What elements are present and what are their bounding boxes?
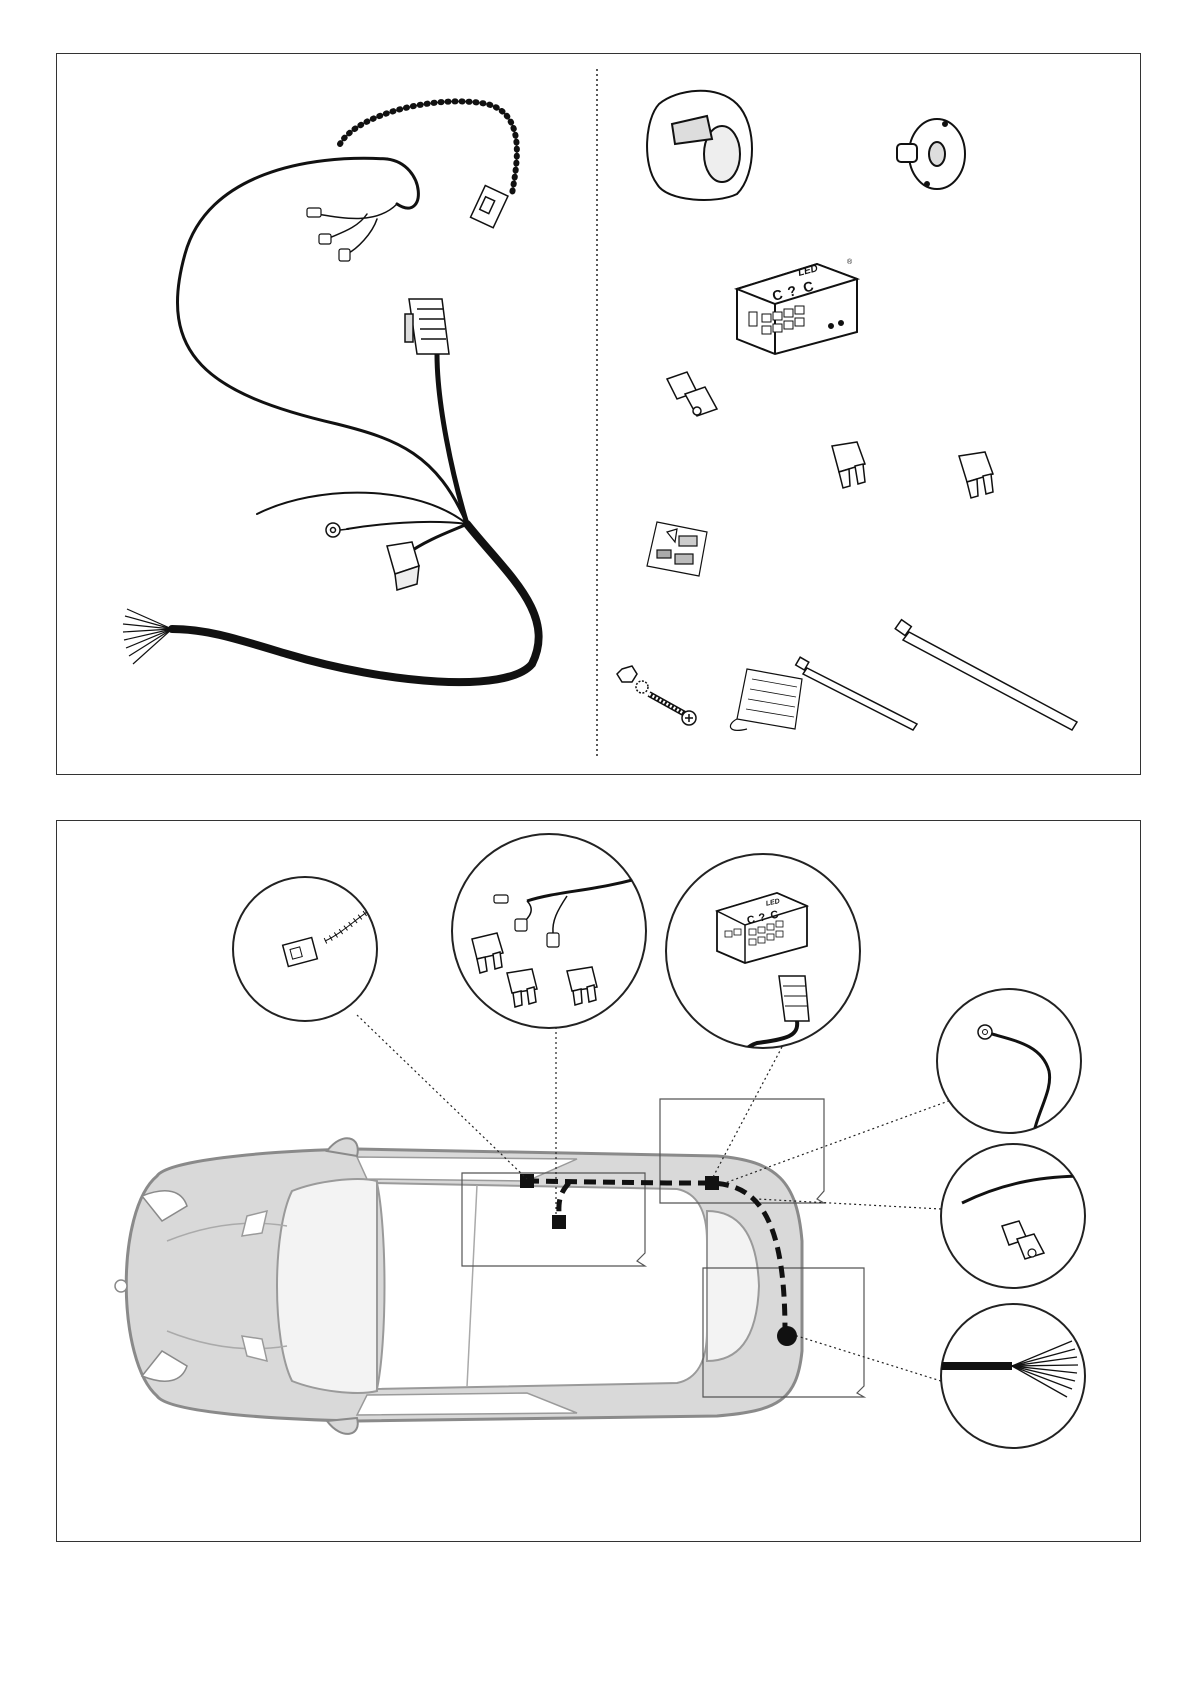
ring-terminal	[326, 523, 349, 537]
kit-contents-drawing: LED C ? C ®	[57, 54, 1142, 776]
bead-connector	[471, 186, 508, 228]
cable-tie-small	[796, 657, 917, 730]
fuse	[832, 442, 865, 488]
cable-tie-large	[895, 620, 1077, 730]
detail-fuses-and-taps	[452, 834, 647, 1028]
control-module	[737, 264, 857, 354]
installation-drawing: C ? C LED	[57, 821, 1142, 1543]
multipin-connector	[405, 299, 449, 354]
socket-housing	[647, 91, 752, 200]
socket-cap	[897, 119, 965, 189]
installation-panel: C ? C LED	[56, 820, 1141, 1542]
detail-ground-ring	[937, 989, 1081, 1141]
harness-relay	[387, 542, 419, 590]
adhesive-foam	[730, 669, 802, 730]
detail-wire-ends	[937, 1304, 1085, 1448]
bolt-nut-washer	[617, 666, 696, 725]
harness-wire-ends	[123, 609, 172, 664]
relay-connector	[667, 372, 717, 416]
detail-wire-and-relay	[941, 1144, 1087, 1288]
detail-connector	[233, 877, 387, 1021]
detail-module-and-plug: C ? C LED	[666, 854, 860, 1071]
instruction-sticker	[647, 522, 707, 576]
fuse	[959, 452, 993, 498]
registered-mark: ®	[847, 258, 853, 266]
kit-contents-panel: LED C ? C ®	[56, 53, 1141, 775]
